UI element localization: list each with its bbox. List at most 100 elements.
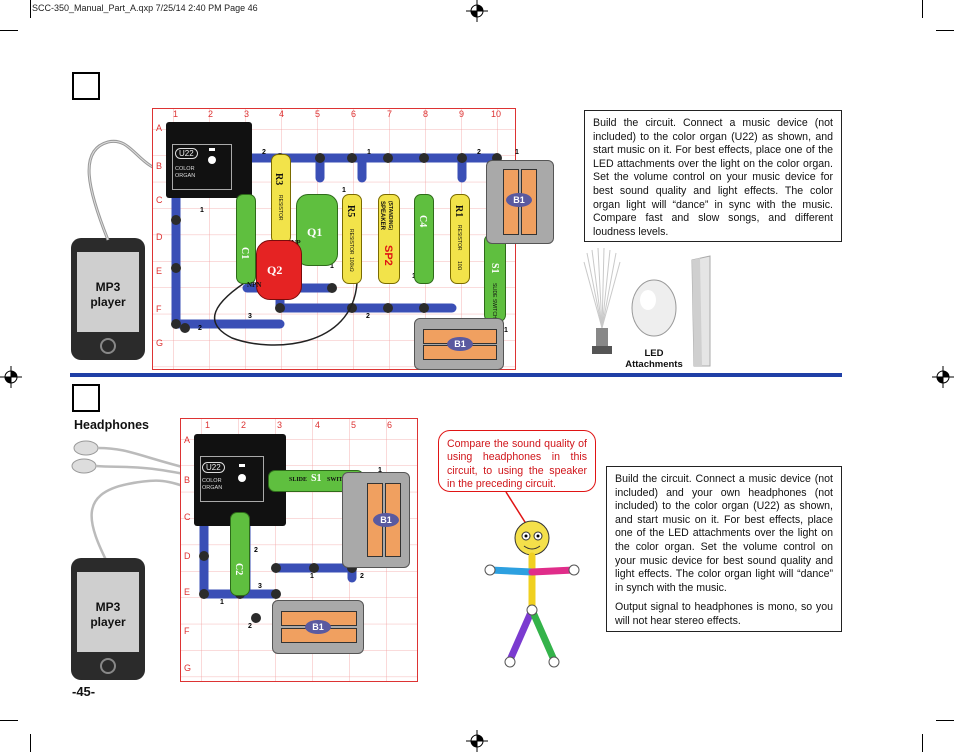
led-label-line1: LED	[644, 348, 664, 359]
row-label: D	[156, 232, 163, 242]
svg-text:1: 1	[515, 149, 519, 156]
led-attachments-label: LED Attachments	[612, 348, 696, 370]
q2-label: Q2	[267, 263, 283, 277]
registration-mark-icon	[0, 366, 22, 388]
col-label: 4	[279, 109, 285, 119]
row-label: C	[156, 195, 163, 205]
led-attachments-icon	[583, 248, 711, 367]
u22-text-line1: COLOR	[175, 166, 195, 172]
row-label: D	[184, 551, 191, 561]
col-label: 4	[315, 420, 321, 430]
svg-text:3: 3	[248, 313, 252, 320]
instructions-bottom-p1: Build the circuit. Connect a music devic…	[615, 473, 833, 594]
battery-holder-b1-vertical-bottom: B1	[342, 472, 410, 568]
mp3-label-line2: player	[90, 295, 126, 309]
led-light-icon	[208, 156, 216, 164]
transistor-q2: Q2 NPN	[247, 240, 302, 300]
u22-label: U22	[202, 462, 225, 473]
u22-text-line2: ORGAN	[202, 485, 223, 491]
svg-text:1: 1	[220, 599, 224, 606]
s1-label: S1	[489, 263, 500, 274]
home-button-icon	[100, 658, 116, 674]
trim-mark	[922, 734, 923, 752]
col-label: 2	[241, 420, 247, 430]
row-label: E	[156, 266, 163, 276]
instructions-bottom: Build the circuit. Connect a music devic…	[606, 466, 842, 632]
transistor-q1: Q1 PNP	[287, 194, 338, 266]
col-label: 7	[387, 109, 393, 119]
phone-screen	[77, 252, 139, 332]
s1-sub2: SWITCH	[327, 477, 352, 483]
col-label: 10	[491, 109, 502, 119]
slide-switch-s1: S1 SLIDE SWITCH	[484, 234, 506, 322]
col-label: 2	[208, 109, 214, 119]
r5-value: 100kΩ	[348, 257, 354, 272]
col-label: 3	[277, 420, 283, 430]
row-label: A	[156, 123, 163, 133]
svg-text:1: 1	[342, 187, 346, 194]
svg-text:1: 1	[504, 327, 508, 334]
col-label: 5	[351, 420, 357, 430]
q2-type: NPN	[247, 281, 262, 289]
row-label: F	[156, 304, 162, 314]
jack-icon	[239, 464, 245, 467]
mp3-label-line2: player	[90, 615, 126, 629]
r1-value: 10Ω	[456, 261, 462, 271]
svg-text:2: 2	[262, 149, 266, 156]
mp3-player-label: MP3 player	[71, 600, 145, 630]
project-number-box	[72, 384, 100, 412]
svg-text:2: 2	[366, 313, 370, 320]
battery-holder-b1-horizontal-bottom: B1	[272, 600, 364, 654]
col-label: 5	[315, 109, 321, 119]
s1-label: S1	[311, 473, 322, 484]
home-button-icon	[100, 338, 116, 354]
svg-text:2: 2	[198, 325, 202, 332]
svg-text:1: 1	[378, 467, 382, 474]
svg-text:2: 2	[248, 623, 252, 630]
headphones-label: Headphones	[74, 418, 150, 432]
u22-text-line2: ORGAN	[175, 173, 196, 179]
row-label: B	[156, 161, 163, 171]
r3-sub: RESISTOR	[277, 195, 283, 221]
snappy-mascot-icon	[484, 491, 580, 668]
col-label: 1	[173, 109, 179, 119]
trim-mark	[936, 30, 954, 31]
r5-sub: RESISTOR	[348, 229, 354, 255]
trim-mark	[30, 0, 31, 18]
trim-mark	[936, 720, 954, 721]
resistor-r1: R1 RESISTOR 10Ω	[450, 194, 470, 284]
project-number-box	[72, 72, 100, 100]
col-label: 6	[351, 109, 357, 119]
trim-mark	[922, 0, 923, 18]
s1-sub1: SLIDE	[289, 477, 308, 483]
row-label: G	[156, 338, 164, 348]
mp3-player-label: MP3 player	[71, 280, 145, 310]
col-label: 9	[459, 109, 465, 119]
trim-mark	[30, 734, 31, 752]
col-label: 1	[205, 420, 211, 430]
r1-sub: RESISTOR	[456, 225, 462, 251]
b1-label: B1	[506, 193, 532, 207]
resistor-r5: R5 RESISTOR 100kΩ	[342, 194, 362, 284]
battery-holder-b1-horizontal: B1	[414, 318, 504, 370]
r3-label: R3	[273, 173, 284, 186]
capacitor-c1: C1	[236, 194, 256, 284]
svg-text:2: 2	[360, 573, 364, 580]
row-label: E	[184, 587, 191, 597]
instructions-top: Build the circuit. Connect a music devic…	[584, 110, 842, 242]
led-light-icon	[238, 474, 246, 482]
u22-text-line1: COLOR	[202, 478, 222, 484]
q1-label: Q1	[307, 225, 323, 239]
b1-label-2: B1	[447, 337, 473, 351]
phone-screen	[77, 572, 139, 652]
row-label: A	[184, 435, 191, 445]
trim-mark	[0, 720, 18, 721]
svg-text:1: 1	[200, 207, 204, 214]
row-label: G	[184, 663, 192, 673]
instructions-bottom-p2: Output signal to headphones is mono, so …	[615, 601, 833, 627]
b1-label: B1	[373, 513, 399, 527]
svg-text:1: 1	[330, 263, 334, 270]
battery-holder-b1-vertical: B1	[486, 160, 554, 244]
